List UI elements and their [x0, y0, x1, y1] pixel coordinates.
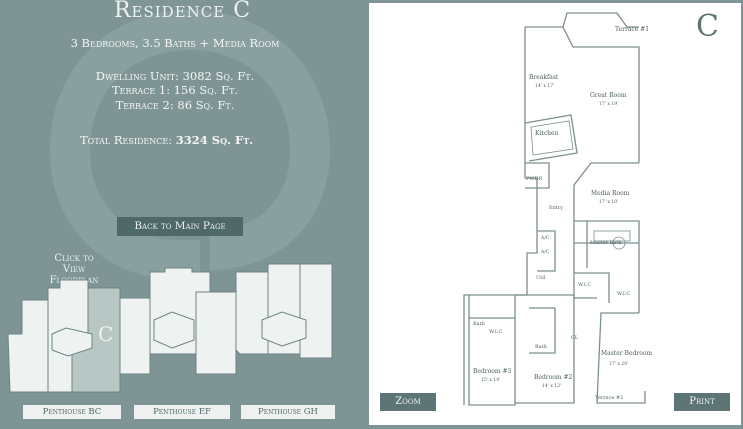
- room-bath1: Bath: [473, 321, 486, 327]
- unit-g-link[interactable]: G: [242, 310, 258, 334]
- unit-shape-g: [235, 271, 269, 355]
- print-button[interactable]: Print: [674, 393, 730, 411]
- total-area-label: Total Residence:: [80, 133, 173, 147]
- unit-e-link[interactable]: E: [173, 292, 188, 316]
- unit-a-link[interactable]: A: [30, 318, 45, 342]
- logo-watermark: [49, 10, 331, 330]
- room-master-bedroom: Master Bedroom: [601, 350, 652, 357]
- floorplan-panel: C Terrace #1: [369, 3, 741, 425]
- click-hint-line1: Click to: [54, 253, 94, 264]
- unit-shape-a: [7, 299, 49, 393]
- room-util: Util: [536, 275, 546, 281]
- room-media: Media Room: [591, 190, 630, 197]
- unit-d-link[interactable]: D: [128, 322, 145, 346]
- room-bedroom2: Bedroom #2: [534, 374, 573, 381]
- room-pwdr: PWDR: [526, 176, 543, 182]
- room-terrace2: Terrace #2: [595, 395, 623, 401]
- room-kitchen: Kitchen: [535, 130, 559, 137]
- room-wic3: W.I.C: [489, 329, 502, 335]
- room-master-bedroom-dim: 17' x 20': [609, 361, 628, 367]
- room-entry: Entry: [549, 205, 563, 211]
- building-siteplan: [7, 263, 333, 393]
- residence-title: Residence C: [113, 0, 252, 23]
- unit-h-link[interactable]: H: [277, 286, 295, 310]
- room-bedroom2-dim: 14' x 12': [542, 383, 561, 389]
- unit-shape-f: [195, 291, 237, 375]
- room-ac1: A/C: [540, 235, 550, 241]
- room-bedroom3-dim: 15' x 14': [481, 377, 500, 383]
- unit-shape-d: [119, 297, 151, 375]
- terrace2-area: Terrace 2: 86 Sq. Ft.: [115, 98, 235, 112]
- penthouse-gh-button[interactable]: Penthouse GH: [241, 405, 335, 419]
- unit-f-link[interactable]: F: [214, 320, 228, 344]
- penthouse-ef-button[interactable]: Penthouse EF: [134, 405, 230, 419]
- total-area-value: 3324 Sq. Ft.: [175, 133, 254, 147]
- zoom-button[interactable]: Zoom: [380, 393, 436, 411]
- residence-summary: 3 Bedrooms, 3.5 Baths + Media Room: [70, 36, 280, 50]
- room-bath2: Bath: [535, 344, 548, 350]
- room-breakfast-dim: 14' x 17': [535, 83, 554, 89]
- unit-c-link[interactable]: C: [98, 322, 114, 346]
- room-ac2: A/C: [540, 249, 550, 255]
- room-master-bath: Master Bath: [590, 240, 622, 246]
- plan-letter: C: [696, 9, 719, 44]
- floorplan-drawing: Terrace #1 Breakfast 14' x 17' Great Roo…: [463, 12, 652, 406]
- room-cl: CL: [571, 335, 579, 341]
- room-wic1: W.I.C: [578, 282, 591, 288]
- total-area: Total Residence: 3324 Sq. Ft.: [80, 133, 253, 147]
- room-breakfast: Breakfast: [529, 74, 559, 81]
- penthouse-bc-button[interactable]: Penthouse BC: [23, 405, 121, 419]
- unit-j-link[interactable]: J: [311, 292, 320, 316]
- info-panel: Residence C 3 Bedrooms, 3.5 Baths + Medi…: [0, 0, 365, 427]
- room-terrace1: Terrace #1: [615, 26, 649, 33]
- unit-b-link[interactable]: B: [65, 302, 80, 326]
- terrace1-area: Terrace 1: 156 Sq. Ft.: [111, 83, 239, 97]
- room-great-room: Great Room: [590, 92, 627, 99]
- back-to-main-button[interactable]: Back to Main Page: [117, 217, 243, 236]
- room-great-room-dim: 17' x 19': [599, 101, 618, 107]
- room-media-dim: 17' x 10': [599, 199, 618, 205]
- room-bedroom3: Bedroom #3: [473, 368, 512, 375]
- room-wic2: W.I.C: [617, 291, 630, 297]
- dwelling-area: Dwelling Unit: 3082 Sq. Ft.: [95, 69, 255, 83]
